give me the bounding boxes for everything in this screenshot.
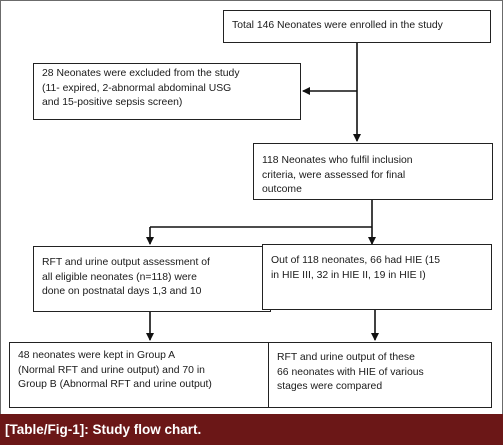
box-enrolled: Total 146 Neonates were enrolled in the … <box>223 10 491 43</box>
figure-caption: [Table/Fig-1]: Study flow chart. <box>0 414 503 445</box>
box-inclusion: 118 Neonates who fulfil inclusion criter… <box>253 143 493 200</box>
box-hie: Out of 118 neonates, 66 had HIE (15 in H… <box>262 244 492 310</box>
box-excluded: 28 Neonates were excluded from the study… <box>33 63 301 120</box>
box-rft-assessment: RFT and urine output assessment of all e… <box>33 246 271 312</box>
flow-arrows <box>146 43 379 341</box>
box-compared: RFT and urine output of these 66 neonate… <box>268 342 492 408</box>
box-groups: 48 neonates were kept in Group A (Normal… <box>9 342 274 408</box>
